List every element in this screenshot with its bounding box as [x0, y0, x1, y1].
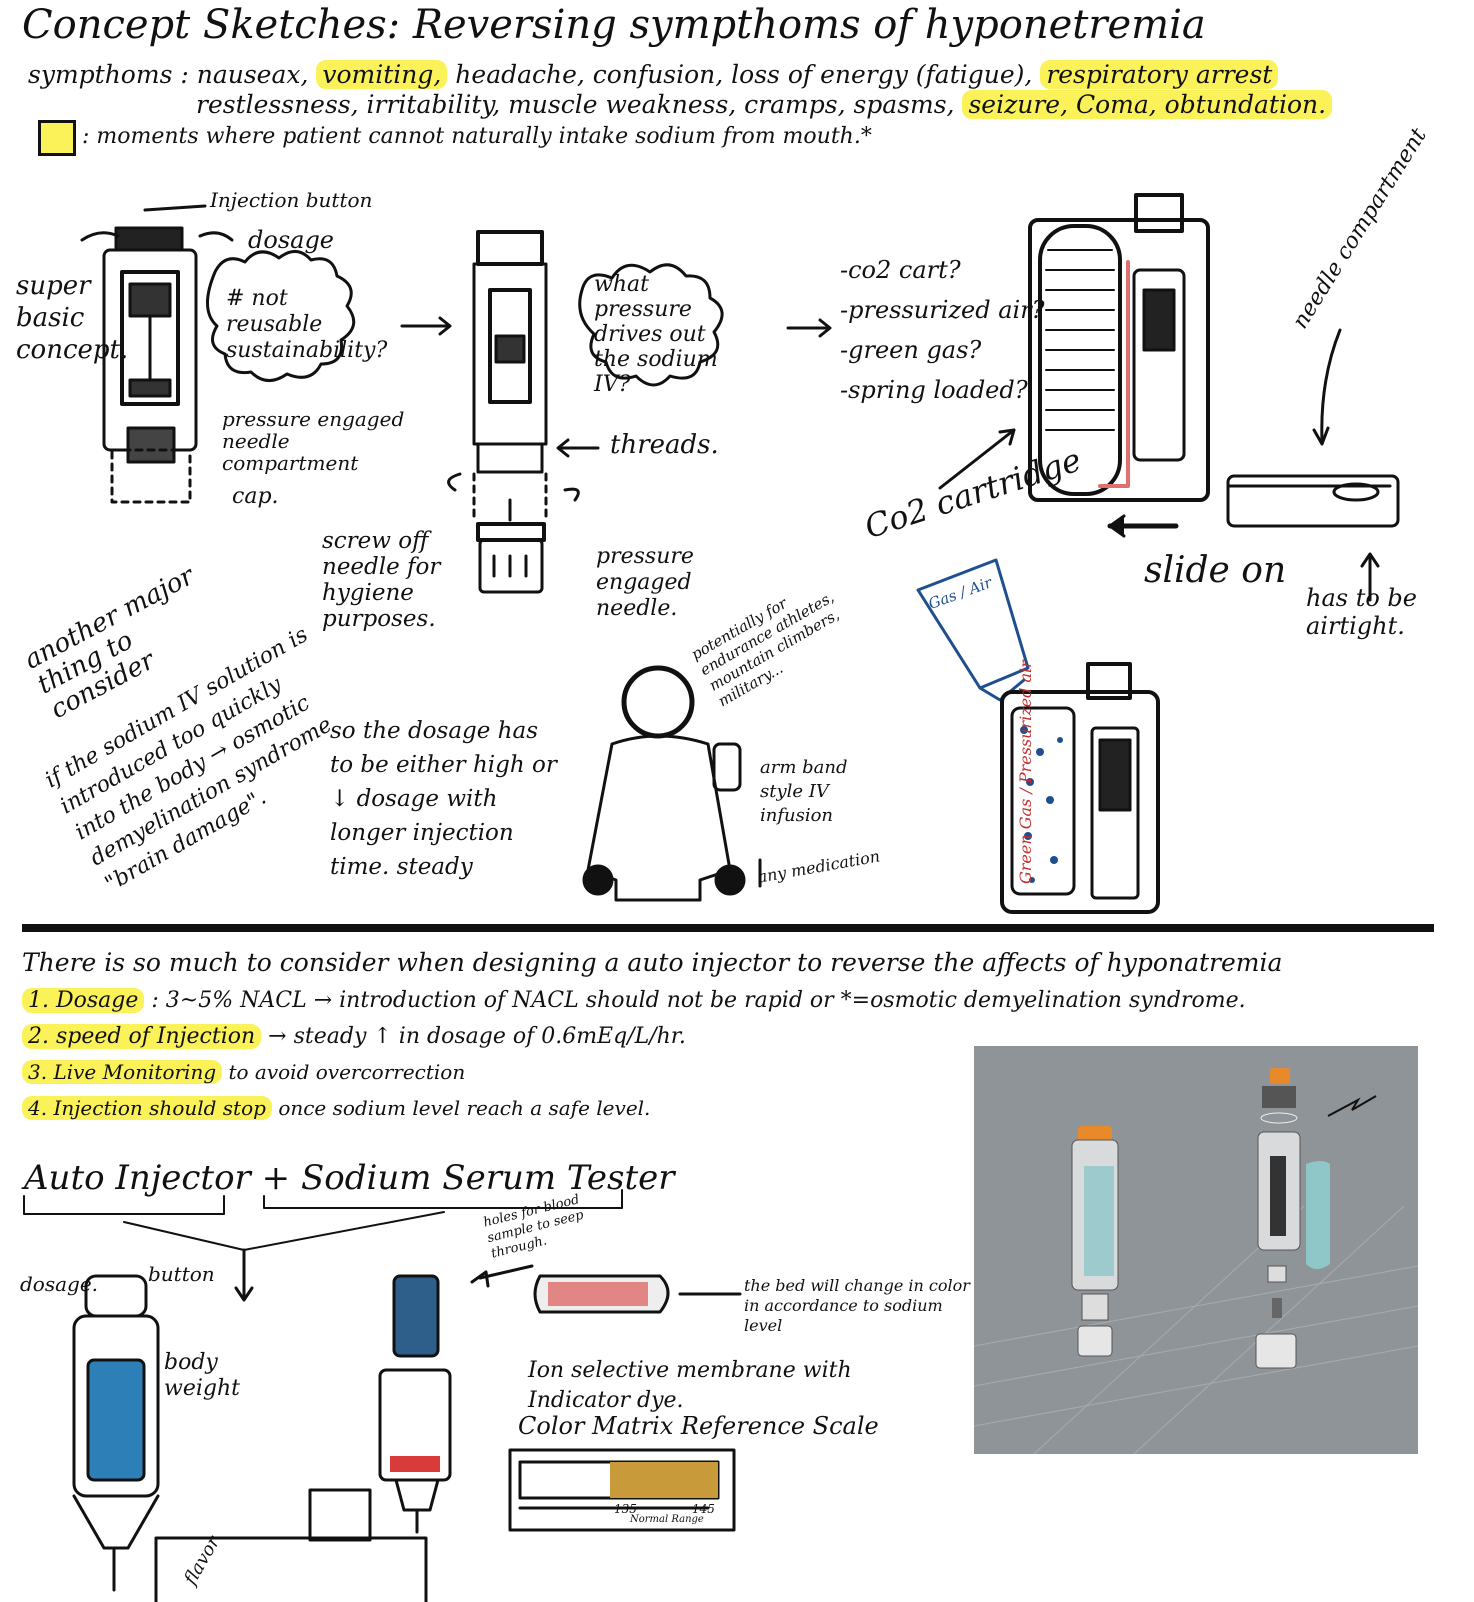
option-pressurized-air: -pressurized air?	[840, 296, 1045, 324]
co2-cartridge-sketch	[916, 558, 1030, 702]
label-threads: threads.	[610, 430, 719, 460]
symptoms-line-1: sympthoms : nauseax, vomiting, headache,…	[28, 60, 1279, 89]
label-dosage: dosage	[248, 226, 335, 254]
note-stop: 4. Injection should stop once sodium lev…	[22, 1096, 650, 1120]
note-monitoring-text: to avoid overcorrection	[228, 1060, 466, 1084]
highlight-legend-text: : moments where patient cannot naturally…	[82, 124, 872, 149]
symptoms-prefix: sympthoms : nauseax,	[28, 60, 309, 89]
note-speed: 2. speed of Injection → steady ↑ in dosa…	[22, 1024, 686, 1049]
combo-title-tester: Sodium Serum Tester	[300, 1158, 675, 1198]
symptom-vomiting: vomiting,	[316, 60, 448, 89]
bottom-vial-sketch	[378, 1264, 534, 1534]
option-co2: -co2 cart?	[840, 256, 961, 284]
cloud-2-outline	[578, 263, 724, 387]
injector-sketch-3	[1028, 193, 1400, 538]
label-ion-membrane: Ion selective membrane with Indicator dy…	[528, 1358, 852, 1413]
dosage-note: so the dosage has to be either high or ↓…	[330, 718, 557, 880]
highlight-legend-box	[38, 120, 76, 156]
label-bed-color: the bed will change in color in accordan…	[744, 1276, 970, 1335]
label-button: button	[148, 1262, 215, 1286]
label-needle-compartment: pressure engaged needle compartment	[222, 407, 405, 475]
label-color-scale: Color Matrix Reference Scale	[518, 1412, 879, 1440]
note-monitoring: 3. Live Monitoring to avoid overcorrecti…	[22, 1060, 465, 1084]
symptoms-line-2: restlessness, irritability, muscle weakn…	[196, 90, 1333, 119]
symptom-respiratory: respiratory arrest	[1040, 60, 1279, 89]
note-dosage-text: : 3~5% NACL → introduction of NACL shoul…	[151, 988, 1246, 1013]
color-scale-sketch	[508, 1448, 736, 1532]
page-title: Concept Sketches: Reversing sympthoms of…	[22, 2, 1206, 48]
symptoms-line-2-text: restlessness, irritability, muscle weakn…	[196, 90, 955, 119]
symptom-seizure: seizure, Coma, obtundation.	[962, 90, 1333, 119]
label-screw-off: screw off needle for hygiene purposes.	[322, 528, 441, 632]
person-sketch	[582, 665, 746, 902]
option-green-gas: -green gas?	[840, 336, 982, 364]
label-cap: cap.	[232, 484, 279, 509]
label-body-weight: body weight	[164, 1350, 240, 1401]
cad-render-illustration	[974, 1068, 1418, 1454]
combo-plus: +	[261, 1158, 291, 1198]
section-divider	[22, 924, 1434, 932]
injector-sketch-2	[447, 230, 580, 594]
bottom-injector-sketch	[72, 1274, 160, 1592]
notes-intro: There is so much to consider when design…	[22, 948, 1283, 977]
note-dosage: 1. Dosage : 3~5% NACL → introduction of …	[22, 988, 1246, 1013]
page-right-margin	[1444, 0, 1474, 1602]
cloud-2-text: what pressure drives out the sodium IV?	[594, 272, 718, 397]
label-slide-on: slide on	[1144, 550, 1287, 591]
label-pressure-needle: pressure engaged needle.	[596, 544, 694, 621]
note-stop-label: 4. Injection should stop	[22, 1096, 272, 1120]
label-arm-band: arm band style IV infusion	[760, 757, 848, 826]
cloud-1-text: # not reusable sustainability?	[226, 286, 388, 363]
pressure-options-list: -co2 cart? -pressurized air? -green gas?…	[840, 250, 1045, 410]
label-basic-concept: super basic concept.	[16, 271, 129, 365]
injector-sketch-1	[80, 204, 234, 504]
label-dosage-bottom: dosage.	[20, 1272, 99, 1296]
note-dosage-label: 1. Dosage	[22, 988, 145, 1013]
label-airtight: has to be airtight.	[1306, 584, 1417, 640]
gas-dots	[1020, 726, 1063, 883]
option-spring-loaded: -spring loaded?	[840, 376, 1028, 404]
combo-title: Auto Injector + Sodium Serum Tester	[24, 1158, 675, 1198]
cloud-1-outline	[206, 250, 356, 382]
note-speed-label: 2. speed of Injection	[22, 1024, 262, 1049]
combo-title-injector: Auto Injector	[24, 1158, 251, 1198]
note-stop-text: once sodium level reach a safe level.	[278, 1096, 651, 1120]
scale-value-145: 145	[692, 1502, 715, 1516]
scale-normal-range: Normal Range	[630, 1514, 704, 1525]
render-injector-assembled	[1071, 1126, 1119, 1357]
label-injection-button: Injection button	[210, 188, 373, 212]
note-monitoring-label: 3. Live Monitoring	[22, 1060, 223, 1084]
cad-render-panel	[974, 1046, 1418, 1454]
label-green-gas: Green Gas / Pressurized air	[1016, 660, 1035, 884]
injector-sketch-4	[1000, 662, 1160, 914]
sample-tube-sketch	[533, 1274, 742, 1314]
scale-value-135: 135	[614, 1502, 637, 1516]
symptoms-middle: headache, confusion, loss of energy (fat…	[455, 60, 1033, 89]
render-injector-exploded	[1255, 1068, 1330, 1369]
note-speed-text: → steady ↑ in dosage of 0.6mEq/L/hr.	[268, 1024, 686, 1049]
